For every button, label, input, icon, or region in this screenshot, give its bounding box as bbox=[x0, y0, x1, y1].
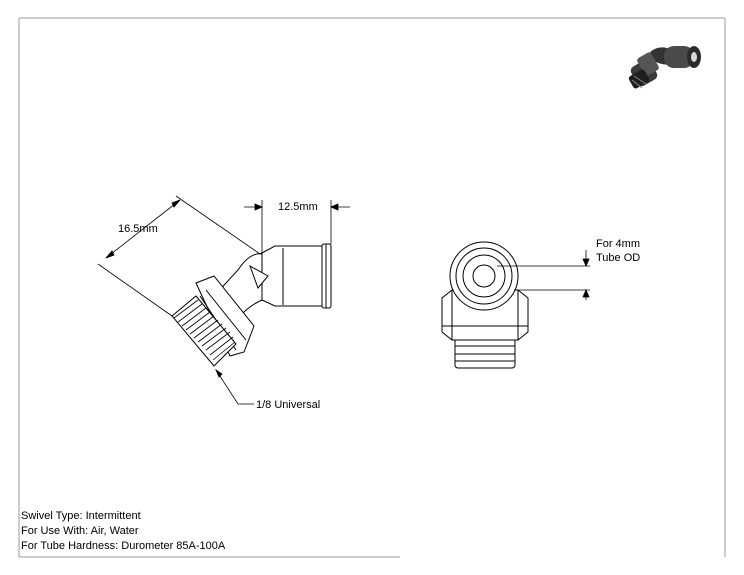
dimension-overall-length bbox=[97, 195, 261, 317]
dimension-body-offset bbox=[244, 200, 350, 254]
sheet-border bbox=[18, 17, 726, 558]
spec-note: For Use With: Air, Water bbox=[21, 525, 139, 537]
tube-od-label-line1: For 4mm bbox=[596, 238, 640, 250]
tube-od-label-line2: Tube OD bbox=[596, 252, 640, 264]
spec-notes: Swivel Type: Intermittent For Use With: … bbox=[21, 509, 225, 554]
thread-leader bbox=[215, 368, 254, 405]
front-view bbox=[441, 241, 529, 369]
thread-label: 1/8 Universal bbox=[256, 399, 320, 411]
side-view bbox=[171, 243, 332, 367]
dimension-tube-od bbox=[497, 250, 590, 300]
spec-note: Swivel Type: Intermittent bbox=[21, 510, 141, 522]
body-offset-label: 12.5mm bbox=[278, 201, 318, 213]
isometric-thumbnail bbox=[628, 46, 701, 89]
thread-lines bbox=[173, 299, 236, 361]
overall-length-label: 16.5mm bbox=[118, 223, 158, 235]
spec-note: For Tube Hardness: Durometer 85A-100A bbox=[21, 540, 226, 552]
